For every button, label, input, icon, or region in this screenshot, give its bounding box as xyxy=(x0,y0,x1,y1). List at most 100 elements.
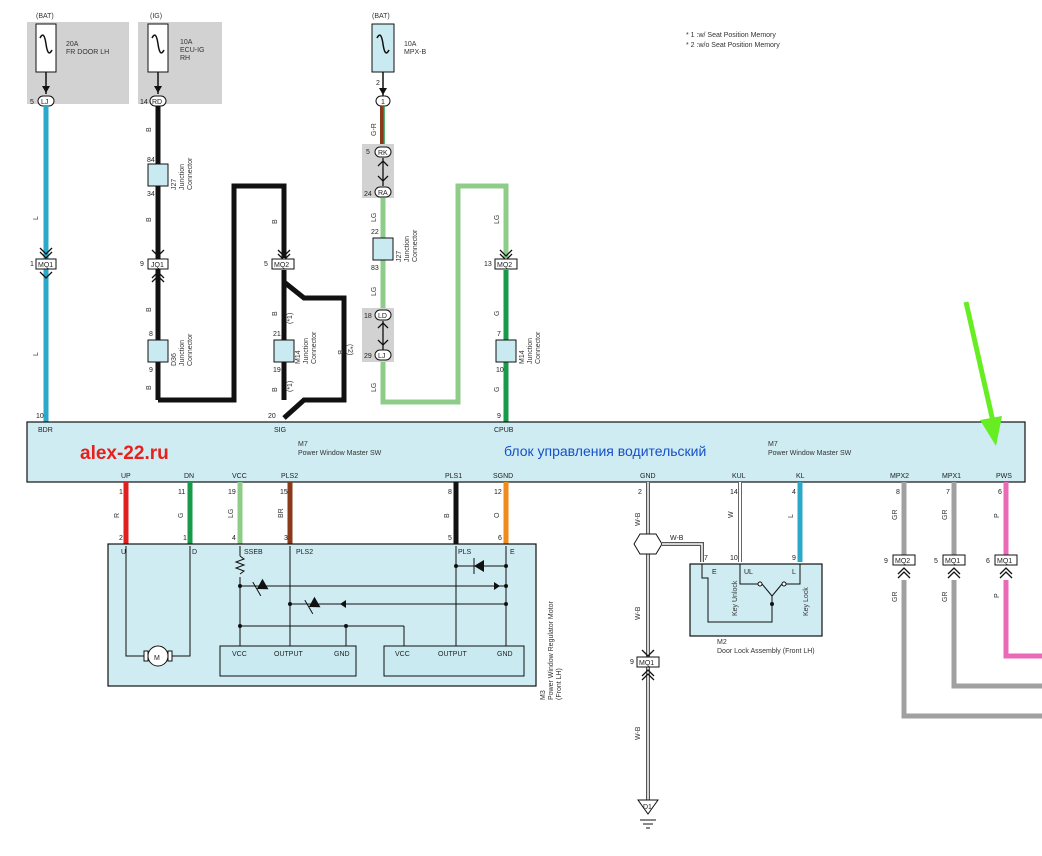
fuse-amp: 10A xyxy=(180,39,193,46)
wire-color-label: B xyxy=(146,385,153,390)
fuse-icon xyxy=(376,34,390,54)
connector-arrow-icon xyxy=(39,271,53,279)
junction-id: J27 xyxy=(171,179,178,190)
switch-label: Key Lock xyxy=(803,587,810,616)
fuse-name: MPX-B xyxy=(404,49,427,56)
m7-pin-signal: PLS2 xyxy=(281,473,298,480)
wire-color-label: P xyxy=(994,513,1001,518)
m3-pin-signal: SSEB xyxy=(244,549,263,556)
pin-number: 7 xyxy=(946,489,950,496)
m3-pin-signal: U xyxy=(121,549,126,556)
fuse-source-label: (BAT) xyxy=(36,13,54,20)
sensor-vcc: VCC xyxy=(232,651,247,658)
pin-number: 15 xyxy=(280,489,288,496)
m7-id: M7 xyxy=(768,441,778,448)
connector-tag xyxy=(942,554,966,566)
m3-pin-signal: D xyxy=(192,549,197,556)
connector-id: LJ xyxy=(378,353,385,360)
note-1: * 1 :w/ Seat Position Memory xyxy=(686,32,776,39)
wire-b-path: B 84 34 J27 Junction Connector B 9 JQ1 B… xyxy=(140,106,287,403)
key-switch-icon xyxy=(771,583,783,597)
wire-color-label: G xyxy=(494,387,501,392)
connector-arrow-icon xyxy=(947,567,961,579)
wire-color-label: W-B xyxy=(670,535,684,542)
junction-name: Junction xyxy=(179,340,186,366)
m7-pin-signal: BDR xyxy=(38,427,53,434)
wire-color-label: B xyxy=(272,219,279,224)
key-switch-icon xyxy=(761,583,773,597)
ground-icon xyxy=(637,799,659,815)
wire-color-label: B xyxy=(444,513,451,518)
wire-color-label: W-B xyxy=(635,606,642,620)
pin-number: 5 xyxy=(264,261,268,268)
pin-number: 18 xyxy=(364,313,372,320)
wire-color-label: W xyxy=(728,511,735,518)
pin-number: 9 xyxy=(497,413,501,420)
pin-number: 11 xyxy=(178,489,185,496)
connector-id: MQ1 xyxy=(38,262,53,269)
pin-number: 10 xyxy=(730,555,738,562)
junction-connector xyxy=(495,339,517,363)
pin-number: 9 xyxy=(792,555,796,562)
fuse-fr-door-lh: (BAT) 20A FR DOOR LH 5 LJ xyxy=(27,13,129,107)
wire-color-label: GR xyxy=(892,592,899,603)
junction-connector xyxy=(147,339,169,363)
junction-sub: Connector xyxy=(187,157,194,190)
arrow-icon xyxy=(340,600,346,608)
connector-arrow-icon xyxy=(897,567,911,579)
m7-pin-signal: KUL xyxy=(732,473,746,480)
fuse-icon xyxy=(151,34,165,54)
variant-note: (*1) xyxy=(287,313,294,324)
pin-number: 6 xyxy=(986,558,990,565)
russian-label: блок управления водительский xyxy=(504,443,706,459)
pin-number: 4 xyxy=(792,489,796,496)
pin-number: 1 xyxy=(30,261,34,268)
m7-pin-signal: MPX2 xyxy=(890,473,909,480)
m7-pin-signal: DN xyxy=(184,473,194,480)
zener-diode-icon xyxy=(252,578,269,597)
wire-color-label: LG xyxy=(371,383,378,392)
wire-color-label: L xyxy=(788,514,795,518)
wire-color-label: G-R xyxy=(371,123,378,136)
wire-color-label: GR xyxy=(892,510,899,521)
connector-arrow-icon xyxy=(641,669,655,681)
fuse-amp: 10A xyxy=(404,41,417,48)
junction-name: Junction xyxy=(404,236,411,262)
sensor-gnd: GND xyxy=(497,651,513,658)
pin-number: 12 xyxy=(494,489,502,496)
sensor-vcc: VCC xyxy=(395,651,410,658)
m7-pin-signal: UP xyxy=(121,473,131,480)
wire-color-label: B xyxy=(272,387,279,392)
pin-number: 19 xyxy=(228,489,236,496)
pin-number: 21 xyxy=(273,331,281,338)
junction-sub: Connector xyxy=(187,333,194,366)
pin-number: 34 xyxy=(147,191,155,198)
wire-color-label: R xyxy=(114,513,121,518)
wire-color-label: O xyxy=(494,512,501,518)
m7-name: Power Window Master SW xyxy=(768,450,852,457)
junction-id: M14 xyxy=(519,350,526,364)
m7-pin-signal: VCC xyxy=(232,473,247,480)
wire-color-label: GR xyxy=(942,592,949,603)
connector-id: JQ1 xyxy=(151,262,164,269)
pin-number: 8 xyxy=(896,489,900,496)
wire-color-label: G xyxy=(494,311,501,316)
wire-color-label: L xyxy=(33,216,40,220)
pin-number: 1 xyxy=(183,535,187,542)
wire-color-label: P xyxy=(994,593,1001,598)
connector-tag xyxy=(994,554,1018,566)
m3-sub: (Front LH) xyxy=(556,668,563,700)
connector-id: MQ1 xyxy=(639,660,654,667)
pin-number: 4 xyxy=(232,535,236,542)
sensor-gnd: GND xyxy=(334,651,350,658)
junction-sub: Connector xyxy=(412,229,419,262)
fuse-mpx-b: (BAT) 10A MPX-B 2 1 xyxy=(371,13,427,107)
connector-id: LD xyxy=(378,313,387,320)
m7-power-window-master-switch: BDR SIG CPUB alex-22.ru M7 Power Window … xyxy=(26,421,1026,483)
wire-color-label: LG xyxy=(228,509,235,518)
wire-color-label: B xyxy=(336,350,343,355)
connector-tag xyxy=(147,258,169,270)
m7-block xyxy=(26,421,1026,483)
wire-color-label: B xyxy=(146,307,153,312)
